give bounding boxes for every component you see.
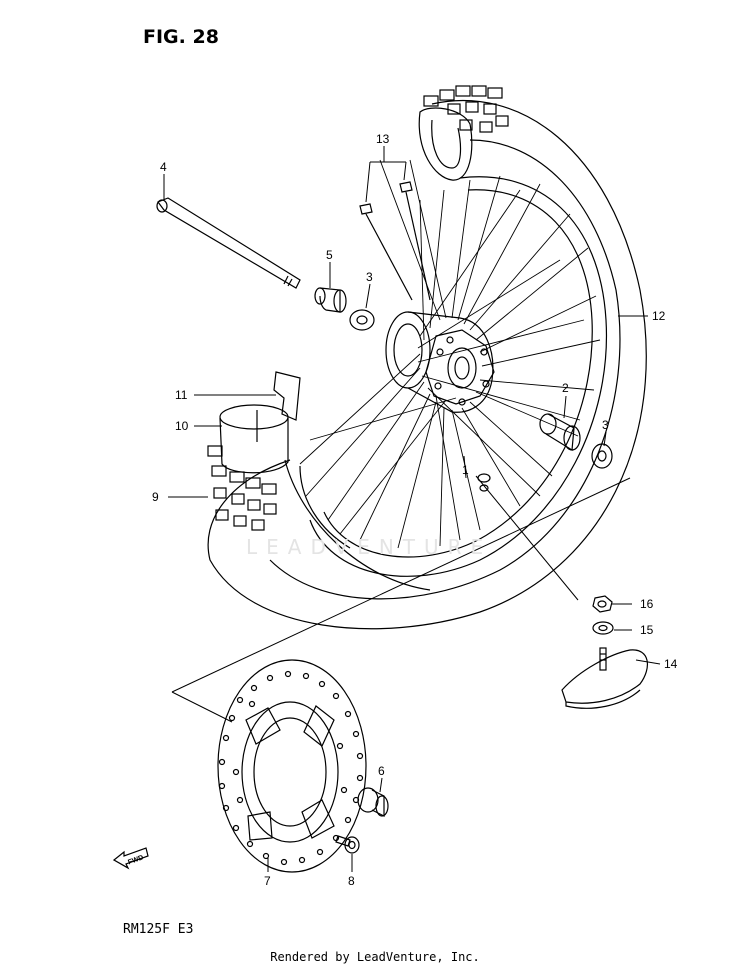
tire-tread-side bbox=[207, 445, 277, 531]
spoke-nipple-set bbox=[359, 181, 431, 301]
callout-3-left: 3 bbox=[366, 270, 373, 284]
callout-9: 9 bbox=[152, 490, 159, 504]
disc-holes bbox=[218, 670, 364, 866]
front-tire bbox=[207, 85, 647, 630]
nut bbox=[592, 595, 613, 613]
brake-disc-bolt-collar bbox=[357, 787, 389, 817]
render-credit: Rendered by LeadVenture, Inc. bbox=[270, 950, 480, 964]
callout-1: 1 bbox=[462, 463, 469, 477]
callout-16: 16 bbox=[640, 597, 654, 611]
callout-10: 10 bbox=[175, 419, 189, 433]
fwd-arrow-icon bbox=[112, 847, 149, 870]
watermark: LEADVENTURE bbox=[246, 535, 493, 559]
oil-seal-left bbox=[349, 309, 375, 331]
wheel-hub bbox=[385, 311, 495, 413]
leader-lines bbox=[163, 146, 661, 872]
disc-bolt bbox=[335, 835, 360, 854]
brake-disc bbox=[217, 659, 367, 873]
fwd-label: FWD bbox=[127, 854, 144, 866]
callout-3-right: 3 bbox=[602, 418, 609, 432]
callout-labels: 1 2 3 3 4 5 6 7 8 9 10 11 12 13 14 15 16… bbox=[127, 132, 678, 888]
tire-tread-top bbox=[423, 85, 509, 133]
callout-4: 4 bbox=[160, 160, 167, 174]
washer bbox=[592, 621, 614, 635]
front-axle bbox=[156, 197, 301, 289]
callout-12: 12 bbox=[652, 309, 666, 323]
wheel-rim bbox=[299, 176, 608, 577]
rim-lock bbox=[561, 647, 648, 709]
callout-13: 13 bbox=[376, 132, 390, 146]
callout-7: 7 bbox=[264, 874, 271, 888]
valve-stem bbox=[477, 473, 491, 492]
figure-title: FIG. 28 bbox=[143, 26, 219, 48]
wheel-collar-right bbox=[539, 413, 581, 452]
callout-2: 2 bbox=[562, 381, 569, 395]
callout-8: 8 bbox=[348, 874, 355, 888]
callout-14: 14 bbox=[664, 657, 678, 671]
spokes bbox=[299, 159, 601, 549]
callout-5: 5 bbox=[326, 248, 333, 262]
wheel-collar-left bbox=[314, 287, 347, 313]
model-code: RM125F E3 bbox=[123, 922, 194, 937]
inner-tube bbox=[219, 404, 289, 474]
callout-15: 15 bbox=[640, 623, 654, 637]
rim-band bbox=[273, 371, 301, 421]
projection-lines bbox=[171, 475, 631, 723]
callout-6: 6 bbox=[378, 764, 385, 778]
callout-11: 11 bbox=[175, 388, 188, 402]
oil-seal-right bbox=[591, 443, 613, 469]
